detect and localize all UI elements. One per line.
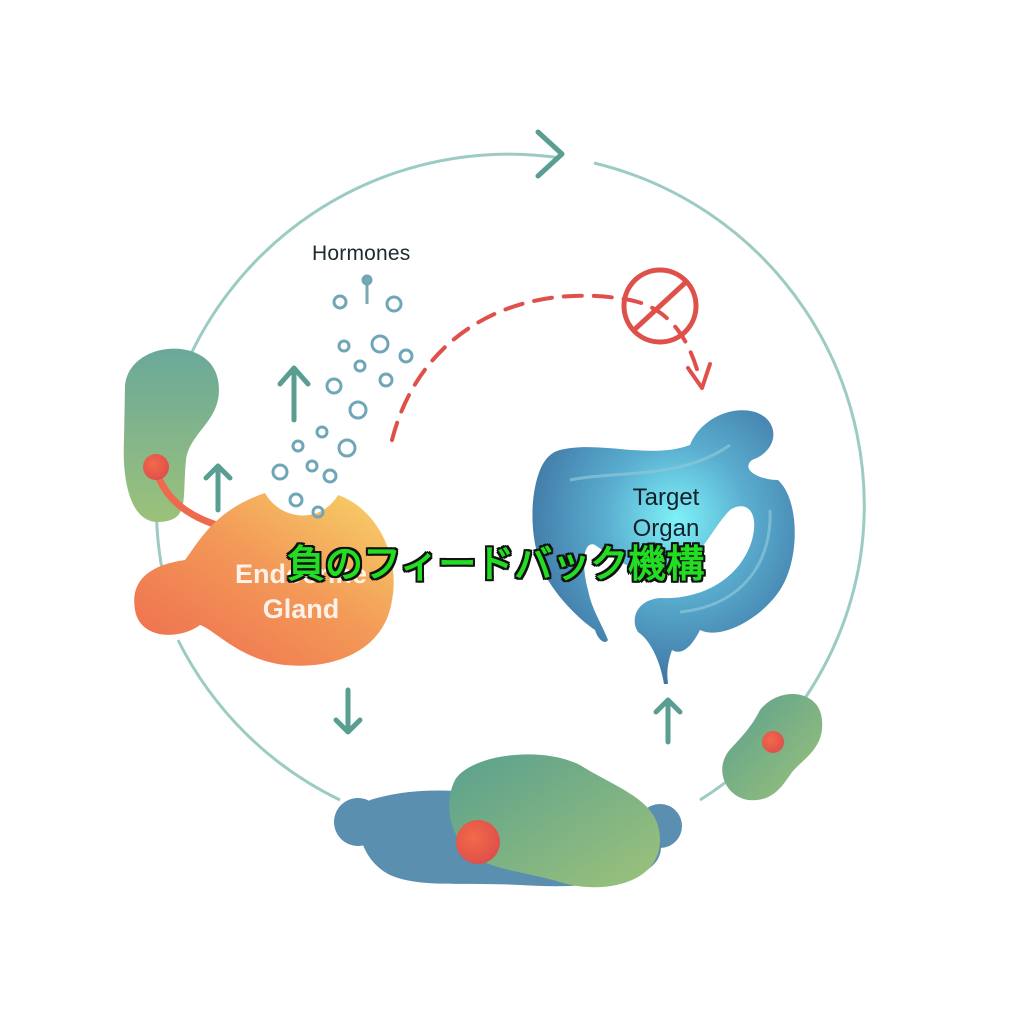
endocrine-gland-label-line2: Gland [262,594,340,624]
overlay-title: 負のフィードバック機構 [287,542,705,586]
down-arrow-icon [333,687,363,735]
bottom-effector-blob [334,754,682,888]
feedback-cycle-ring [154,129,866,802]
right-sensor-blob [722,693,823,801]
endocrine-gland-label-line1: Endocrine [234,559,368,589]
target-organ-label: Target Organ [606,482,726,544]
inhibition-icon [621,267,699,345]
hormone-particles [271,274,414,519]
up-arrow-icon [203,365,683,745]
endocrine-gland-label: Endocrine Gland [218,557,384,627]
inhibition-path [390,267,712,442]
target-organ-label-line2: Organ [632,515,700,542]
endocrine-gland-shape [134,493,394,666]
target-organ-label-line1: Target [632,484,700,511]
hormones-label: Hormones [312,242,411,265]
target-organ-shape [532,410,795,684]
cycle-arrow-icon [535,129,565,179]
